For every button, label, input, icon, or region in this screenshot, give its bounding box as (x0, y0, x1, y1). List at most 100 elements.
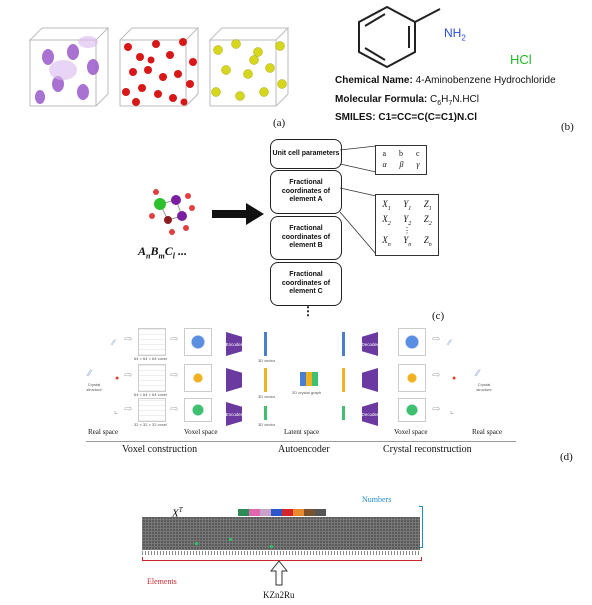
box-element-a: Fractional coordinates of element A (270, 170, 342, 214)
compound-label: KZn2Ru (263, 590, 295, 600)
hcl-label: HCl (510, 52, 532, 67)
decoder-block: Decoder (362, 402, 378, 426)
latent-vector-blue (264, 332, 267, 356)
voxel-grid (138, 364, 166, 392)
arrow-icon: ⇨ (170, 404, 179, 415)
small-red-dot-icon: ● (115, 374, 120, 382)
crystal-structure-out-label: Crystal structure (476, 382, 492, 392)
number-color-swatch (260, 509, 271, 516)
panel-a-label: (a) (273, 117, 286, 129)
voxel-grid-yellow (184, 364, 212, 392)
voxel-grid (138, 398, 166, 422)
ellipsis-c: ⋮ (302, 304, 314, 318)
arrow-icon: ⇨ (432, 404, 441, 415)
small-blue-icon: ⁄⁄ (448, 338, 451, 347)
stage-voxel-construction: Voxel construction (122, 444, 198, 455)
vector-label: 3D vector (258, 358, 276, 363)
arrow-icon: ⇨ (170, 334, 179, 345)
matrix-highlight-cell (270, 545, 273, 548)
crystal-structure-in-label: Crystal structure (86, 382, 102, 392)
elements-tick-row (142, 551, 420, 555)
number-color-strip (238, 509, 326, 516)
vector-label: 3D vector (258, 394, 276, 399)
stage-crystal-reconstruction: Crystal reconstruction (383, 444, 472, 455)
stage-bracket (86, 441, 516, 442)
arrow-icon: ⇨ (124, 334, 133, 345)
panel-b-label: (b) (561, 121, 574, 133)
voxel-size-label: 32 × 32 × 32 voxel (134, 422, 167, 427)
elements-label: Elements (147, 577, 177, 586)
number-color-swatch (271, 509, 282, 516)
encoder-block: Encoder (226, 332, 242, 356)
coordinate-matrix: X1 Y1 Z1 X2 Y2 Z2 ⋮ Xn Yn Zn (375, 194, 439, 256)
latent-vector-green (342, 406, 345, 420)
arrow-icon: ⇨ (124, 370, 133, 381)
crystal-graph-block (300, 372, 318, 386)
molecule-icon (149, 189, 195, 235)
latent-vector-green (264, 406, 267, 420)
chemical-name-line: Chemical Name: 4-Aminobenzene Hydrochlor… (335, 75, 556, 86)
stage-autoencoder: Autoencoder (278, 444, 330, 455)
voxel-grid-blue (184, 328, 212, 356)
numbers-label: Numbers (362, 495, 392, 504)
input-crystal-icon: ⁄⁄ (88, 368, 92, 378)
number-color-swatch (238, 509, 249, 516)
latent-space-label: Latent space (284, 428, 320, 436)
real-space-out-label: Real space (472, 428, 503, 436)
small-blue-icon: ⁄⁄ (112, 338, 115, 347)
latent-vector-blue (342, 332, 345, 356)
arrow-icon: ⇨ (432, 370, 441, 381)
amine-group: NH2 (444, 26, 466, 43)
elements-bracket (142, 557, 422, 561)
numbers-bracket (419, 506, 423, 548)
up-arrow-icon (270, 560, 288, 586)
decoder-block (362, 368, 378, 392)
number-color-swatch (249, 509, 260, 516)
matrix-highlight-cell (195, 542, 198, 545)
small-corner-icon: ⌞ (114, 406, 118, 415)
arrow-icon: ⇨ (124, 404, 133, 415)
number-color-swatch (282, 509, 293, 516)
number-color-swatch (293, 509, 304, 516)
benzene-ring-icon (358, 5, 441, 69)
output-crystal-icon: ⁄⁄ (476, 368, 480, 378)
number-color-swatch (315, 509, 326, 516)
formula-ambm: AnBmCl ... (138, 244, 187, 261)
voxel-grid (138, 328, 166, 356)
pipeline-diagram: Crystal structure ⁄⁄ ⁄⁄ ● ⌞ ⇨ ⇨ ⇨ 64 × 6… (80, 328, 520, 438)
small-red-dot-icon: ● (452, 374, 457, 382)
cube-red (118, 27, 200, 107)
box-element-c: Fractional coordinates of element C (270, 262, 342, 306)
voxel-space-out-label: Voxel space (394, 428, 428, 436)
formula-line: Molecular Formula: C6H7N.HCl (335, 94, 479, 107)
voxel-grid-blue (398, 328, 426, 356)
arrow-icon: ⇨ (432, 334, 441, 345)
matrix-xt-label: XT (172, 506, 183, 520)
encoder-block (226, 368, 242, 392)
voxel-grid-yellow (398, 364, 426, 392)
panel-d-label: (d) (560, 451, 573, 463)
small-corner-icon: ⌞ (450, 406, 454, 415)
vector-label: 3D vector (258, 422, 276, 427)
encoder-block: Encoder (226, 402, 242, 426)
cube-yellow (208, 27, 290, 107)
connector-lines (340, 145, 377, 255)
number-color-swatch (304, 509, 315, 516)
smiles-line: SMILES: C1=CC=C(C=C1)N.Cl (335, 112, 477, 123)
voxel-size-label: 64 × 64 × 64 voxel (134, 356, 167, 361)
voxel-size-label: 64 × 64 × 64 voxel (134, 392, 167, 397)
crystal-graph-label: 2D crystal graph (292, 390, 322, 395)
voxel-grid-green (184, 398, 212, 422)
real-space-label: Real space (88, 428, 119, 436)
box-unit-cell: Unit cell parameters (270, 139, 342, 169)
matrix-highlight-cell (229, 538, 232, 541)
voxel-grid-green (398, 398, 426, 422)
composition-matrix (142, 517, 420, 550)
crystal-cubes-figure (28, 27, 290, 107)
arrow-icon: ⇨ (170, 370, 179, 381)
panel-c-label: (c) (432, 310, 445, 322)
box-element-b: Fractional coordinates of element B (270, 216, 342, 260)
right-arrow-icon (212, 203, 264, 225)
decoder-block: Decoder (362, 332, 378, 356)
